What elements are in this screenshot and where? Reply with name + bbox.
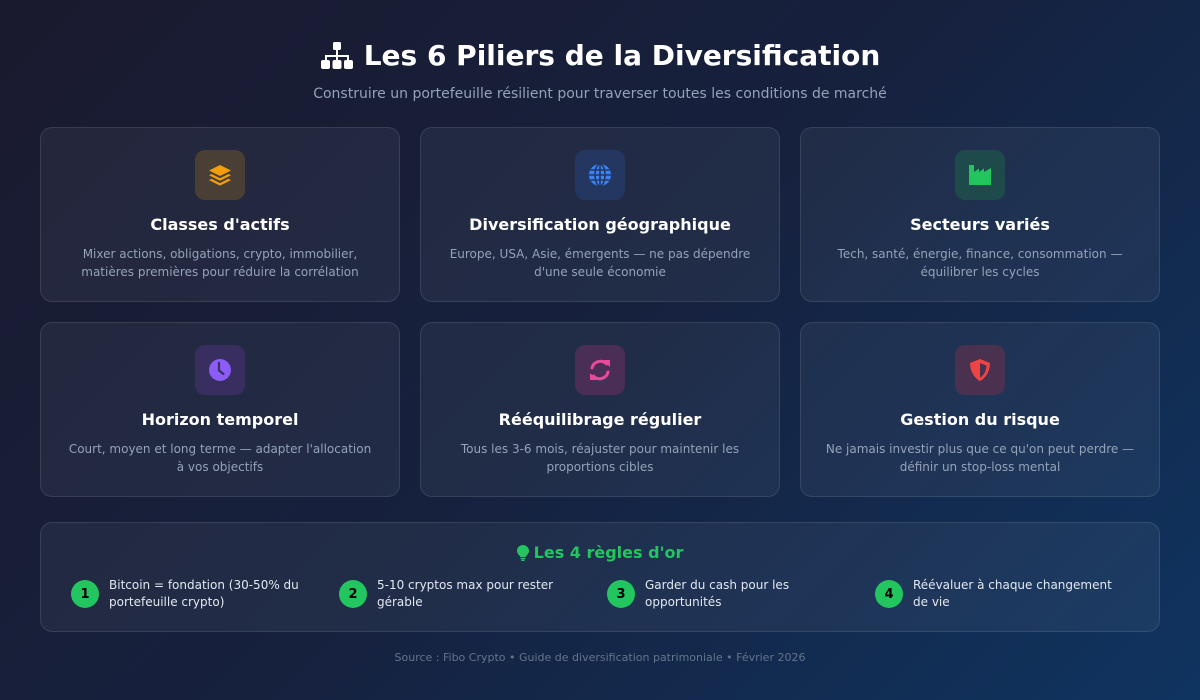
rule-number-badge: 3 — [607, 580, 635, 608]
pillar-card-asset-classes: Classes d'actifs Mixer actions, obligati… — [40, 127, 400, 302]
pillar-icon-box — [195, 345, 245, 395]
sync-icon — [590, 359, 610, 381]
source-footer: Source : Fibo Crypto • Guide de diversif… — [394, 651, 806, 664]
lightbulb-icon — [516, 544, 529, 561]
rule-number-badge: 2 — [339, 580, 367, 608]
pillar-title: Gestion du risque — [900, 410, 1060, 429]
pillar-card-rebalancing: Rééquilibrage régulier Tous les 3-6 mois… — [420, 322, 780, 497]
pillar-description: Court, moyen et long terme — adapter l'a… — [68, 442, 372, 474]
pillar-description: Ne jamais investir plus que ce qu'on peu… — [825, 442, 1135, 474]
pillar-icon-box — [955, 345, 1005, 395]
page-subtitle: Construire un portefeuille résilient pou… — [313, 86, 887, 102]
pillar-title: Horizon temporel — [141, 410, 299, 429]
rule-item: 4 Réévaluer à chaque changement de vie — [875, 577, 1143, 611]
pillar-title: Diversification géographique — [469, 215, 731, 234]
pillar-card-geographic: Diversification géographique Europe, USA… — [420, 127, 780, 302]
layer-group-icon — [209, 165, 231, 186]
rule-number-badge: 1 — [71, 580, 99, 608]
golden-rules-title: Les 4 règles d'or — [41, 543, 1159, 562]
golden-rules-panel: Les 4 règles d'or 1 Bitcoin = fondation … — [40, 522, 1160, 632]
page-title-text: Les 6 Piliers de la Diversification — [363, 39, 881, 72]
globe-icon — [589, 163, 611, 187]
pillar-card-risk-management: Gestion du risque Ne jamais investir plu… — [800, 322, 1160, 497]
pillar-card-time-horizon: Horizon temporel Court, moyen et long te… — [40, 322, 400, 497]
rule-text: 5-10 cryptos max pour rester gérable — [377, 578, 554, 609]
pillar-title: Secteurs variés — [910, 215, 1050, 234]
pillar-icon-box — [195, 150, 245, 200]
page-title: Les 6 Piliers de la Diversification — [320, 38, 881, 74]
pillar-title: Classes d'actifs — [150, 215, 290, 234]
rule-item: 2 5-10 cryptos max pour rester gérable — [339, 577, 607, 611]
rule-text: Garder du cash pour les opportunités — [645, 578, 790, 609]
rule-item: 1 Bitcoin = fondation (30-50% du portefe… — [71, 577, 339, 611]
rule-text: Bitcoin = fondation (30-50% du portefeui… — [109, 578, 299, 609]
pillar-icon-box — [955, 150, 1005, 200]
header: Les 6 Piliers de la Diversification Cons… — [0, 38, 1200, 102]
pillar-description: Europe, USA, Asie, émergents — ne pas dé… — [449, 247, 751, 279]
pillar-icon-box — [575, 345, 625, 395]
pillar-description: Mixer actions, obligations, crypto, immo… — [81, 247, 359, 279]
golden-rules-list: 1 Bitcoin = fondation (30-50% du portefe… — [71, 577, 1143, 611]
clock-icon — [209, 359, 231, 381]
pillars-grid: Classes d'actifs Mixer actions, obligati… — [40, 127, 1160, 497]
pillar-description: Tech, santé, énergie, finance, consommat… — [837, 247, 1123, 279]
rule-number-badge: 4 — [875, 580, 903, 608]
shield-icon — [970, 359, 990, 381]
sitemap-icon — [320, 42, 353, 69]
rule-item: 3 Garder du cash pour les opportunités — [607, 577, 875, 611]
rule-text: Réévaluer à chaque changement de vie — [913, 578, 1112, 609]
pillar-title: Rééquilibrage régulier — [498, 410, 702, 429]
pillar-description: Tous les 3-6 mois, réajuster pour mainte… — [460, 442, 740, 474]
pillar-card-sectors: Secteurs variés Tech, santé, énergie, fi… — [800, 127, 1160, 302]
pillar-icon-box — [575, 150, 625, 200]
industry-icon — [969, 165, 991, 185]
golden-rules-title-text: Les 4 règles d'or — [533, 543, 684, 562]
